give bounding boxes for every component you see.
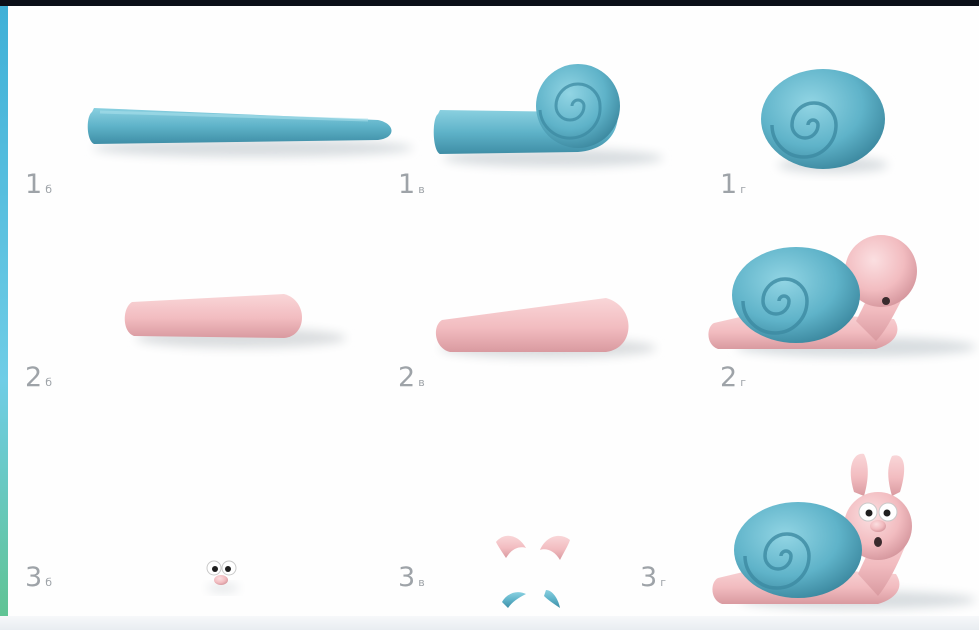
step-2g-snail-body [706, 231, 976, 366]
step-label-3b: 3б [25, 564, 52, 591]
step-label-1v: 1в [398, 171, 425, 198]
step-label-1g: 1г [720, 171, 746, 198]
step-label-3g: 3г [640, 564, 666, 591]
step-label-2b: 2б [25, 364, 52, 391]
step-2b-pink-log [116, 276, 346, 361]
step-3b-eyes-nose [198, 556, 248, 596]
step-1v-curling-log [428, 66, 658, 176]
step-1g-blue-shell [753, 61, 893, 181]
step-2v-pink-drop [428, 286, 658, 366]
window-left-edge [0, 6, 8, 630]
step-label-2g: 2г [720, 364, 746, 391]
step-label-2v: 2в [398, 364, 425, 391]
step-label-1b: 1б [25, 171, 52, 198]
step-3v-antennae-pieces [488, 528, 578, 613]
step-label-3v: 3в [398, 564, 425, 591]
step-3g-finished-snail [708, 446, 978, 616]
tutorial-image: 1б 1в 1г 2б 2в 2г 3б 3в 3г [8, 6, 979, 616]
step-1b-blue-log [78, 96, 408, 166]
bottom-strip [0, 616, 979, 630]
